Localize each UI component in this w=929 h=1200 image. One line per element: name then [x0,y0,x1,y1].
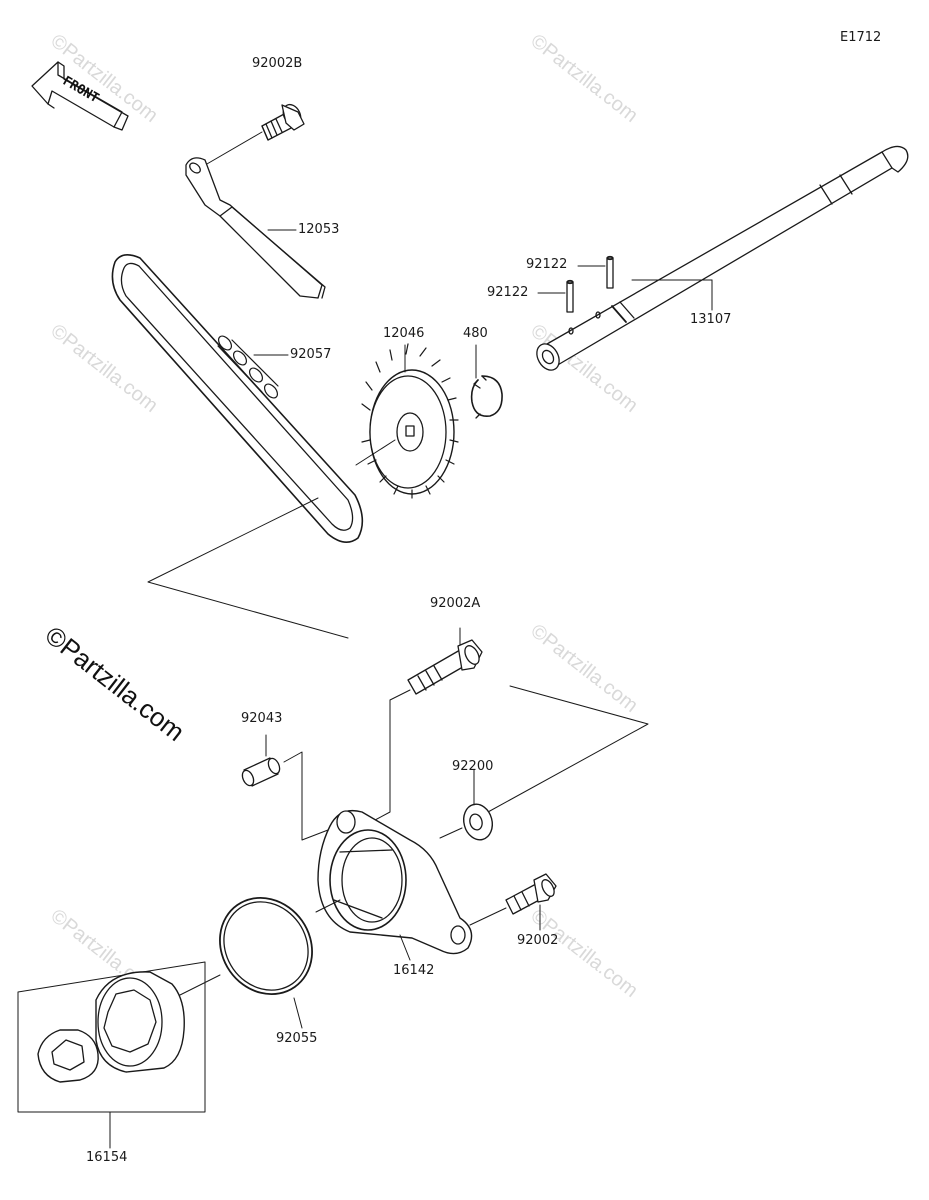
washer-92200 [462,803,494,841]
bolt-92002a [407,639,483,695]
part-label-92200[interactable]: 92200 [452,759,494,774]
bolt-92002b [261,103,305,141]
part-label-12046[interactable]: 12046 [383,326,425,341]
pin-92122 [566,279,574,313]
part-label-16142[interactable]: 16142 [393,963,435,978]
circlip-480 [470,375,503,419]
part-label-92002[interactable]: 92002 [517,933,559,948]
part-label-13107[interactable]: 13107 [690,312,732,327]
dowel-92043 [241,757,281,787]
part-label-92057[interactable]: 92057 [290,347,332,362]
part-label-92122[interactable]: 92122 [487,285,529,300]
diagram-code: E1712 [840,30,882,45]
part-label-92002a[interactable]: 92002A [430,596,481,611]
front-arrow-icon [31,61,129,131]
lever-12053 [185,157,326,299]
o-ring-92055 [219,896,313,996]
chain-92057 [111,254,364,543]
part-label-92055[interactable]: 92055 [276,1031,318,1046]
part-label-12053[interactable]: 12053 [298,222,340,237]
rotors-16154 [17,961,206,1113]
sprocket-12046 [361,343,459,499]
part-label-92122[interactable]: 92122 [526,257,568,272]
bolt-92002 [505,873,557,915]
part-label-480[interactable]: 480 [463,326,488,341]
part-label-92043[interactable]: 92043 [241,711,283,726]
part-label-16154[interactable]: 16154 [86,1150,128,1165]
shaft-13107 [536,145,909,371]
part-label-92002b[interactable]: 92002B [252,56,303,71]
housing-16142 [317,809,473,955]
pin-92122 [606,255,614,289]
